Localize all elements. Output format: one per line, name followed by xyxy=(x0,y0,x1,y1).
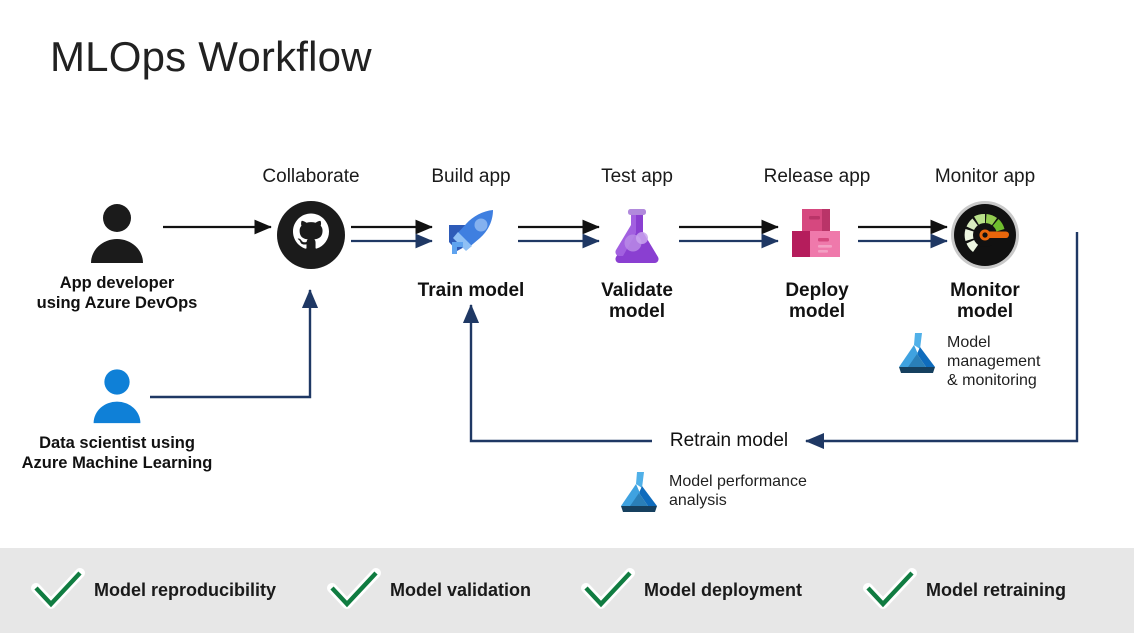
outcome-item-retraining: Model retraining xyxy=(863,568,1067,612)
stage-top-label-build-app: Build app xyxy=(431,166,511,187)
stage-top-label-release-app: Release app xyxy=(763,166,871,187)
flask-beaker-icon xyxy=(602,200,672,270)
stage-bottom-label-deploy-model: Deploy model xyxy=(785,280,849,322)
outcome-item-validation: Model validation xyxy=(327,568,532,612)
annotation-model-management: Model management & monitoring xyxy=(896,331,1040,390)
stage-top-label-monitor-app: Monitor app xyxy=(934,166,1036,187)
outcomes-band: Model reproducibility Model validation M… xyxy=(0,548,1134,633)
check-icon xyxy=(31,568,85,612)
person-dark-icon xyxy=(86,201,148,263)
azure-devops-rocket-icon xyxy=(436,200,506,270)
stage-top-label-test-app: Test app xyxy=(601,166,673,187)
stage-bottom-label-validate-model: Validate model xyxy=(601,280,673,322)
persona-label-data-scientist: Data scientist using Azure Machine Learn… xyxy=(21,434,213,472)
outcome-label-retraining: Model retraining xyxy=(926,579,1067,600)
page-title: MLOps Workflow xyxy=(50,33,372,80)
annotation-model-performance: Model performance analysis xyxy=(618,470,807,514)
stage-top-label-collaborate: Collaborate xyxy=(262,166,360,187)
azure-machine-learning-icon xyxy=(896,331,938,375)
release-boxes-icon xyxy=(782,200,852,270)
check-icon xyxy=(581,568,635,612)
retrain-model-label: Retrain model xyxy=(660,430,798,452)
github-icon xyxy=(276,200,346,270)
check-icon xyxy=(327,568,381,612)
outcome-label-reproducibility: Model reproducibility xyxy=(94,579,277,600)
connector-retrain-to-train xyxy=(462,304,652,443)
check-icon xyxy=(863,568,917,612)
annotation-caption-model-management: Model management & monitoring xyxy=(947,334,1041,389)
persona-label-app-developer: App developer using Azure DevOps xyxy=(36,274,198,312)
annotation-caption-model-performance: Model performance analysis xyxy=(669,473,807,509)
gauge-monitor-icon xyxy=(950,200,1020,270)
stage-bottom-label-train-model: Train model xyxy=(417,280,525,301)
person-blue-icon xyxy=(88,367,146,425)
outcome-label-deployment: Model deployment xyxy=(644,579,803,600)
outcome-item-deployment: Model deployment xyxy=(581,568,803,612)
outcome-item-reproducibility: Model reproducibility xyxy=(31,568,277,612)
azure-machine-learning-icon xyxy=(618,470,660,514)
stage-bottom-label-monitor-model: Monitor model xyxy=(950,280,1020,322)
outcome-label-validation: Model validation xyxy=(390,579,532,600)
